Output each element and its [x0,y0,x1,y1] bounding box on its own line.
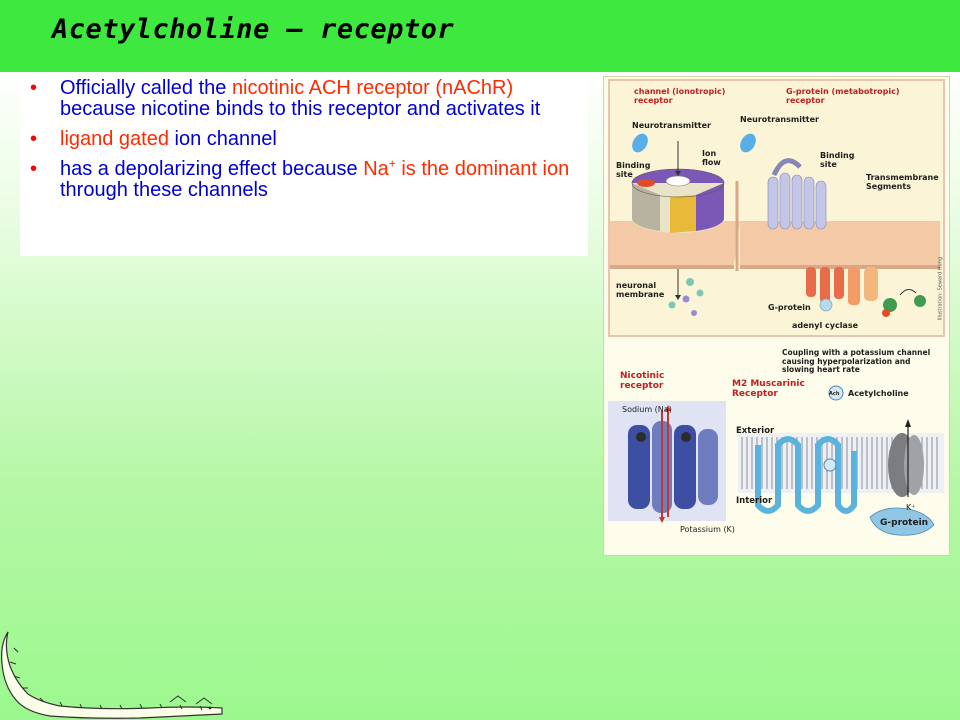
neurotransmitter-left [632,133,648,153]
exterior-label: Exterior [736,426,775,436]
nicotinic-muscarinic-illustration [608,385,944,536]
bullet-item: • ligand gated ion channel [20,129,588,150]
nicotinic-muscarinic-diagram: Coupling with a potassium channel causin… [608,341,947,553]
m2-muscarinic-label: M2 Muscarinic Receptor [732,379,805,399]
receptor-types-diagram: channel (ionotropic) receptor G-protein … [608,79,945,337]
ion [696,289,704,297]
acetylcholine-label: Acetylcholine [848,389,909,398]
arrow-head [675,295,681,300]
channel-pore [665,175,691,187]
interior-label: Interior [736,496,773,506]
m2-receptor-coil [755,436,857,514]
bullet-text-box: • Officially called the nicotinic ACH rec… [20,78,588,256]
bullet-text-segment: + [388,156,396,171]
transmembrane-label: Transmembrane Segments [866,173,939,191]
ion [668,301,676,309]
ion [682,295,690,303]
bullet-text-segment: through these channels [60,179,268,201]
neurotransmitter-right-label: Neurotransmitter [740,115,819,124]
bullet-text-segment: Officially called the [60,77,232,99]
k-plus-label: K⁺ [906,503,916,512]
bullet-dot: • [30,77,38,99]
binding-site-left-label: Binding site [616,161,651,179]
neuronal-membrane-label: neuronal membrane [616,281,665,299]
ach-molecule [828,385,844,401]
potassium-label: Potassium (K) [680,525,735,534]
ion [691,310,697,316]
channel-segment-yellow [670,195,696,233]
bullet-text-segment: is the dominant ion [395,158,570,180]
bullet-text-segment: Na [363,158,389,180]
bullet-list: • Officially called the nicotinic ACH rec… [20,78,588,201]
neurotransmitter-left-label: Neurotransmitter [632,121,711,130]
adenyl-cyclase-label: adenyl cyclase [792,321,859,330]
bullet-item: • Officially called the nicotinic ACH rec… [20,78,588,120]
binding-site-red [637,179,655,187]
ion-flow-label: Ion flow [702,149,721,167]
illustration-credit: Illustration: Seward Hung [937,257,943,321]
bullet-text-segment: ligand gated [60,128,175,150]
binding-site-right-label: Binding site [820,151,855,169]
sodium-label: Sodium (Na) [622,405,672,414]
bullet-text-segment: because nicotine binds to this receptor … [60,98,541,120]
gpcr-receptor [767,158,827,230]
ion [686,278,694,286]
nicotinic-receptor-label: Nicotinic receptor [620,371,665,391]
bullet-item: • has a depolarizing effect because Na+ i… [20,156,588,201]
bullet-text-segment: ion channel [174,128,277,150]
g-protein-label: G-protein [768,303,811,312]
ach-tag: Ach [829,391,840,397]
arrow-head [675,171,681,176]
g-protein-bottom-label: G-protein [880,518,929,528]
nicotinic-receptor-shape [608,401,726,523]
bullet-text-segment: has a depolarizing effect because [60,158,364,180]
slide-title: Acetylcholine – receptor [52,14,455,45]
crocodile-sketch [1,631,223,719]
bullet-dot: • [30,128,38,150]
coupling-caption: Coupling with a potassium channel causin… [782,348,931,374]
bullet-text-segment: nicotinic ACH receptor (nAChR) [231,77,514,99]
g-protein-cluster [806,267,926,317]
g-protein-blob [869,507,935,536]
neurotransmitter-right [740,133,756,153]
membrane-left-edge [610,265,734,269]
bullet-dot: • [30,158,38,180]
potassium-channel [888,419,924,497]
title-bar: Acetylcholine – receptor [0,0,960,72]
gprotein-receptor-title: G-protein (metabotropic) receptor [786,87,900,105]
channel-receptor-title: channel (ionotropic) receptor [634,87,726,105]
receptor-figure: channel (ionotropic) receptor G-protein … [603,76,950,556]
ach-bound [823,458,837,472]
receptor-types-illustration [610,133,940,317]
